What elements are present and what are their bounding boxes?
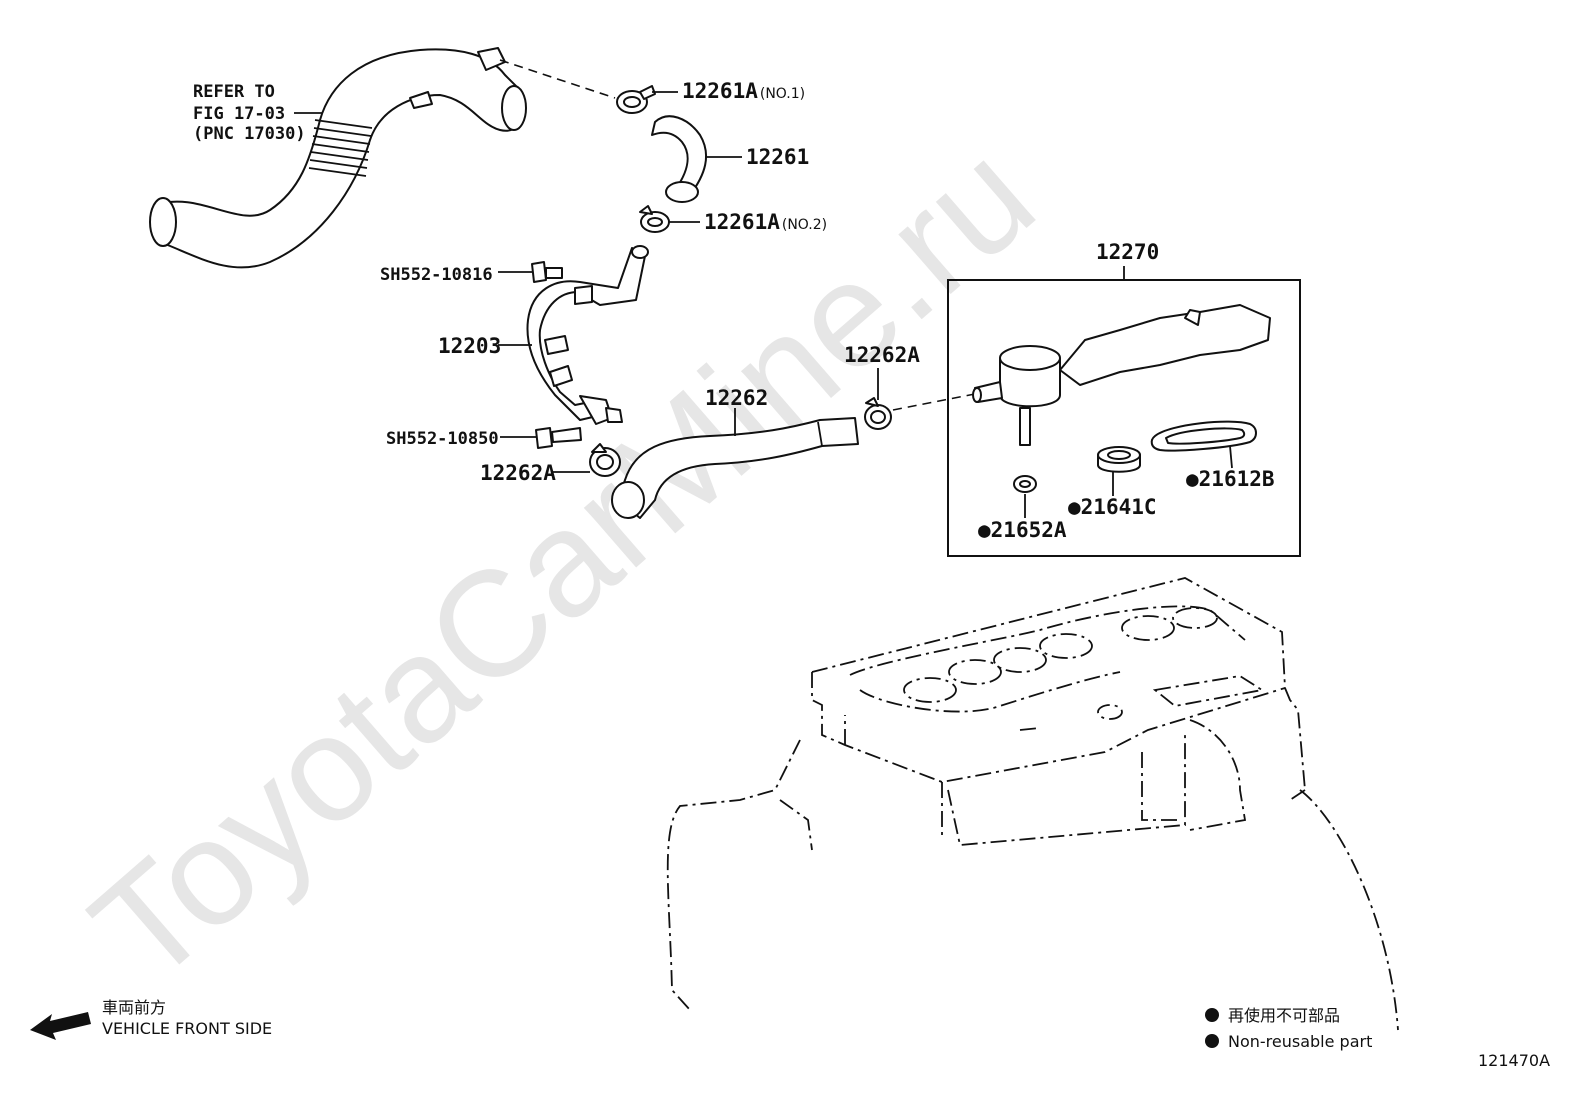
o-ring-21652A	[1013, 475, 1037, 493]
refer-line-3: (PNC 17030)	[193, 124, 306, 144]
callout-21612B: ●21612B	[1186, 467, 1275, 491]
seal-21641C	[1097, 446, 1141, 473]
legend-english: Non-reusable part	[1228, 1032, 1372, 1051]
hose-12262	[611, 417, 859, 519]
callout-21641C: ●21641C	[1068, 495, 1157, 519]
callout-21652A: ●21652A	[978, 518, 1067, 542]
callout-12261A-no1: 12261A(NO.1)	[682, 79, 805, 103]
legend-dot-1	[1205, 1008, 1219, 1022]
callout-SH552-10850: SH552-10850	[386, 429, 499, 449]
callout-12262: 12262	[705, 386, 768, 410]
legend: 再使用不可部品 Non-reusable part	[1205, 1006, 1372, 1051]
non-reusable-mark: ●	[1068, 495, 1081, 519]
front-japanese: 車両前方	[102, 998, 166, 1017]
refer-note: REFER TO FIG 17-03 (PNC 17030)	[193, 82, 322, 144]
clamp-12262A-left	[589, 443, 621, 477]
clamp-12261A-no1	[616, 85, 656, 114]
hose-12261	[651, 115, 708, 203]
callout-12270: 12270	[1096, 240, 1159, 264]
callout-12262A-right: 12262A	[844, 343, 920, 367]
callout-12261A-no2: 12261A(NO.2)	[704, 210, 827, 234]
duct-bellows	[308, 119, 373, 177]
bolt-SH552-10850	[535, 427, 582, 449]
refer-line-1: REFER TO	[193, 82, 275, 102]
assembly-line-clamp-pcv	[892, 391, 986, 411]
assembly-line-duct-clamp	[499, 59, 616, 99]
assembly-box-12270	[947, 279, 1301, 557]
clamp-12262A-right	[864, 397, 892, 430]
engine-block-outline	[666, 577, 1399, 1031]
callout-12203: 12203	[438, 334, 501, 358]
callout-12261: 12261	[746, 145, 809, 169]
figure-id: 121470A	[1478, 1051, 1550, 1070]
non-reusable-mark: ●	[978, 518, 991, 542]
gasket-21612B	[1150, 420, 1257, 452]
legend-dot-2	[1205, 1034, 1219, 1048]
clamp-12261A-no2	[639, 205, 670, 233]
non-reusable-mark: ●	[1186, 467, 1199, 491]
callout-12262A-left: 12262A	[480, 461, 556, 485]
bolt-SH552-10816	[531, 261, 563, 283]
vehicle-front-indicator: 車両前方 VEHICLE FRONT SIDE	[30, 998, 272, 1040]
pipe-12203	[526, 245, 649, 425]
callout-SH552-10816: SH552-10816	[380, 265, 493, 285]
oil-separator-12270	[972, 304, 1271, 446]
front-english: VEHICLE FRONT SIDE	[102, 1019, 272, 1038]
intake-duct	[149, 47, 527, 269]
refer-line-2: FIG 17-03	[193, 104, 285, 124]
front-arrow-icon	[30, 1012, 91, 1040]
legend-japanese: 再使用不可部品	[1228, 1006, 1340, 1025]
